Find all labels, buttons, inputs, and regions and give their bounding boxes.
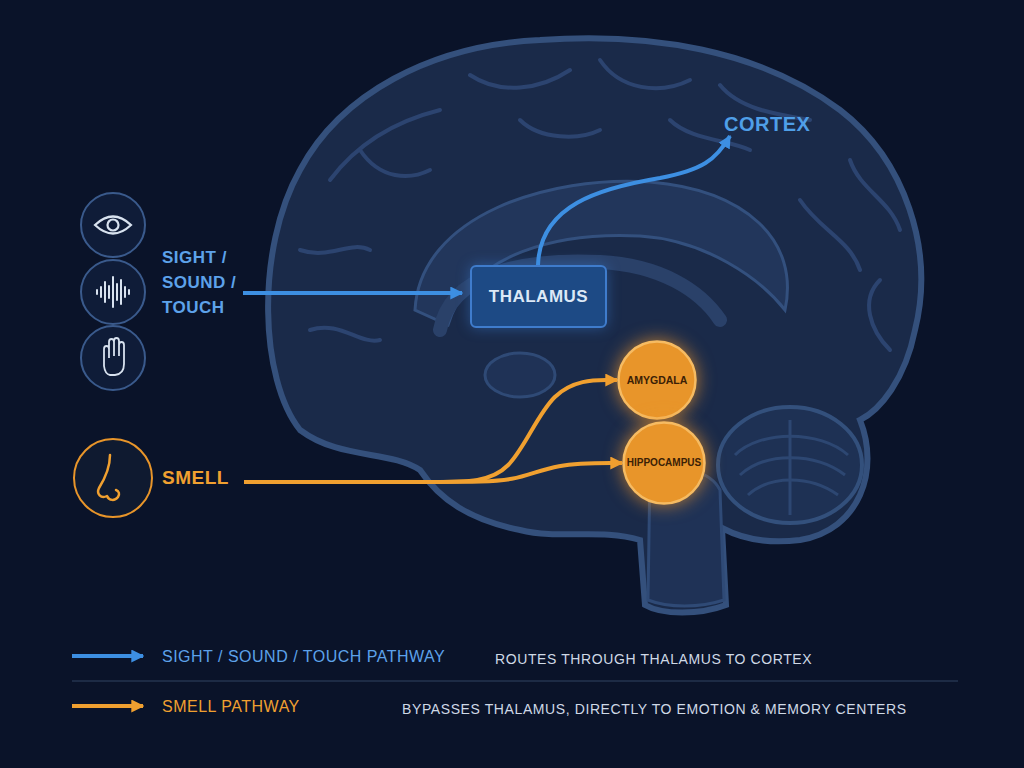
- smell-pathway-arrow: [244, 380, 617, 482]
- amygdala-circle: AMYGDALA: [617, 340, 697, 420]
- node-text: SMELL: [162, 467, 229, 489]
- brain-gyri: [300, 60, 900, 350]
- legend-description: BYPASSES THALAMUS, DIRECTLY TO EMOTION &…: [402, 697, 907, 722]
- legend-sample-blue: [72, 654, 143, 658]
- node-text: HIPPOCAMPUS: [627, 452, 701, 474]
- legend-sample-orange: [72, 704, 143, 708]
- eye-icon: [81, 193, 145, 257]
- legend-text: SMELL PATHWAY: [162, 694, 300, 719]
- thalamus-box: THALAMUS: [470, 265, 607, 328]
- input-label: SIGHT / SOUND / TOUCH: [162, 245, 252, 320]
- inner-arc: [440, 261, 720, 330]
- legend-text: SIGHT / SOUND / TOUCH PATHWAY: [162, 644, 445, 669]
- cerebellum: [718, 407, 862, 523]
- sound-icon: [81, 260, 145, 324]
- node-text: THALAMUS: [489, 286, 588, 308]
- legend-description: ROUTES THROUGH THALAMUS TO CORTEX: [495, 647, 812, 672]
- sensory-arrow: [243, 291, 462, 295]
- cortex-arrow: [538, 136, 730, 265]
- node-text: AMYGDALA: [627, 369, 688, 391]
- hand-icon: [81, 326, 145, 390]
- legend-divider: [72, 680, 958, 682]
- brain-outline: [268, 38, 921, 612]
- midbrain: [485, 353, 555, 397]
- region-label: CORTEX: [724, 112, 810, 137]
- hippocampus-circle: HIPPOCAMPUS: [622, 421, 706, 505]
- smell-pathway-arrow: [244, 463, 622, 482]
- nose-icon: [72, 438, 154, 518]
- smell-node: SMELL: [72, 438, 244, 518]
